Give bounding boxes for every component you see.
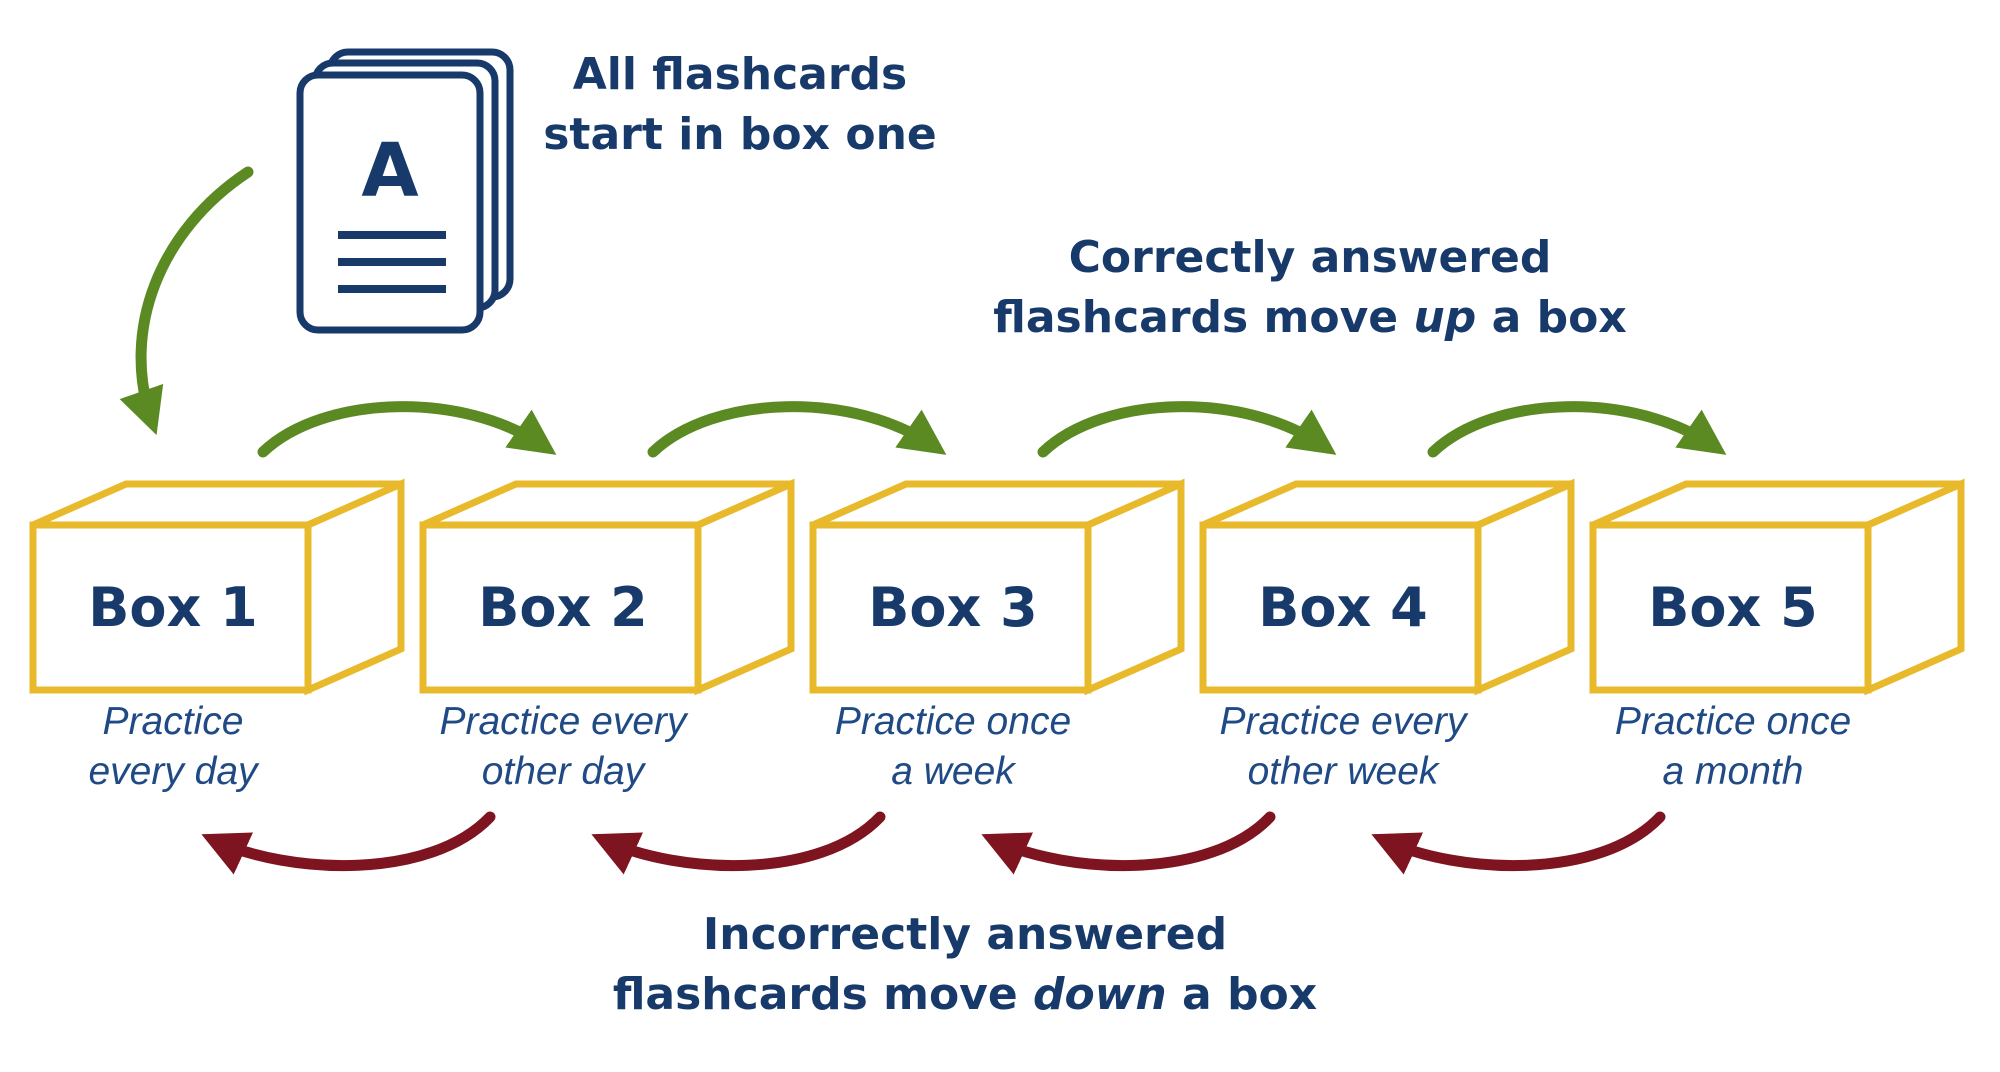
box-5-caption-line2: a month [1662, 750, 1804, 793]
move-up-arrow-3-to-4 [1037, 401, 1337, 458]
box-4-caption-line1: Practice every [1219, 700, 1467, 743]
box-2-caption-line2: other day [481, 750, 645, 793]
box-3-caption-line2: a week [891, 750, 1015, 793]
box-4-caption: Practice every other week [1193, 697, 1493, 797]
box-2-label: Box 2 [478, 576, 648, 639]
box-3 [809, 478, 1185, 696]
start-heading-line1: All flashcards [572, 49, 908, 100]
move-up-arrow-2-to-3 [647, 401, 947, 458]
incorrect-heading-emphasis: down [1033, 969, 1167, 1020]
start-heading: All flashcards start in box one [540, 45, 940, 165]
box-3-caption: Practice once a week [803, 697, 1103, 797]
box-1-caption-line2: every day [88, 750, 258, 793]
move-down-arrow-2-to-1 [201, 811, 496, 875]
move-up-arrow-1-to-2 [257, 401, 557, 458]
box-2-caption-line1: Practice every [439, 700, 687, 743]
box-5-label: Box 5 [1648, 576, 1818, 639]
box-4-caption-line2: other week [1247, 750, 1439, 793]
box-1-caption: Practice every day [23, 697, 323, 797]
backward-arrows [201, 811, 1666, 875]
box-5-caption: Practice once a month [1583, 697, 1883, 797]
box-1-label: Box 1 [88, 576, 258, 639]
box-4 [1199, 478, 1575, 696]
box-2-caption: Practice every other day [413, 697, 713, 797]
incorrect-heading-line2-before: flashcards move [612, 969, 1034, 1020]
move-up-arrow-4-to-5 [1427, 401, 1727, 458]
correct-heading-line2-after: a box [1476, 292, 1627, 343]
boxes-layer [29, 478, 1965, 696]
box-1-caption-line1: Practice [102, 700, 244, 743]
box-5-caption-line1: Practice once [1614, 700, 1852, 743]
correct-heading: Correctly answered flashcards move up a … [990, 228, 1630, 348]
box-1 [29, 478, 405, 696]
forward-arrows [257, 401, 1727, 458]
box-4-label: Box 4 [1258, 576, 1428, 639]
incorrect-heading: Incorrectly answered flashcards move dow… [610, 905, 1320, 1025]
incorrect-heading-line1: Incorrectly answered [702, 909, 1228, 960]
incorrect-heading-line2-after: a box [1166, 969, 1318, 1020]
move-down-arrow-3-to-2 [591, 811, 886, 875]
correct-heading-line2-before: flashcards move [993, 292, 1414, 343]
move-down-arrow-4-to-3 [981, 811, 1276, 875]
start-arrow [119, 166, 254, 436]
flashcard-stack-icon: A [296, 48, 514, 334]
box-3-label: Box 3 [868, 576, 1038, 639]
box-3-caption-line1: Practice once [834, 700, 1072, 743]
correct-heading-line1: Correctly answered [1068, 232, 1552, 283]
move-down-arrow-5-to-4 [1371, 811, 1666, 875]
box-2 [419, 478, 795, 696]
flashcard-letter: A [361, 128, 418, 214]
correct-heading-emphasis: up [1413, 292, 1477, 343]
box-5 [1589, 478, 1965, 696]
start-heading-line2: start in box one [543, 109, 937, 160]
